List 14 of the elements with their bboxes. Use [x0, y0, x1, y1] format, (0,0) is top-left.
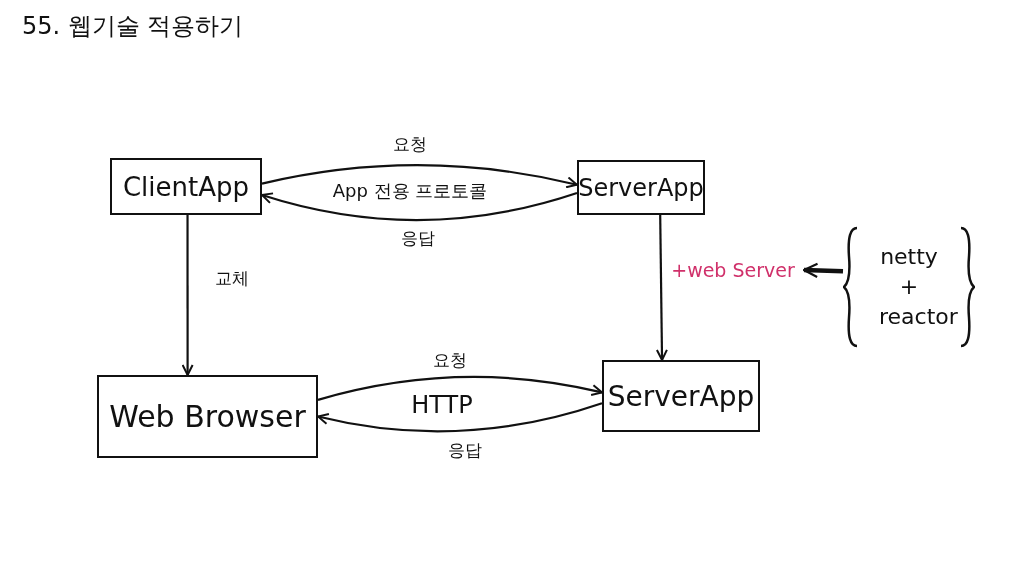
- braced-group: netty + reactor: [843, 226, 975, 348]
- app-box: ClientApp: [110, 158, 262, 215]
- arrow: [261, 191, 578, 222]
- arrow: [655, 215, 668, 361]
- arrow: [181, 215, 194, 376]
- app-box: ServerApp: [602, 360, 760, 432]
- app-box: ServerApp: [577, 160, 705, 215]
- annotation-text: +web Server: [662, 256, 804, 284]
- title: 55. 웹기술 적용하기: [22, 11, 244, 42]
- browser-box: Web Browser: [97, 375, 318, 458]
- arrow: [317, 402, 603, 433]
- arrow: [261, 164, 578, 189]
- arrow: [317, 375, 603, 401]
- arrow: [802, 262, 844, 279]
